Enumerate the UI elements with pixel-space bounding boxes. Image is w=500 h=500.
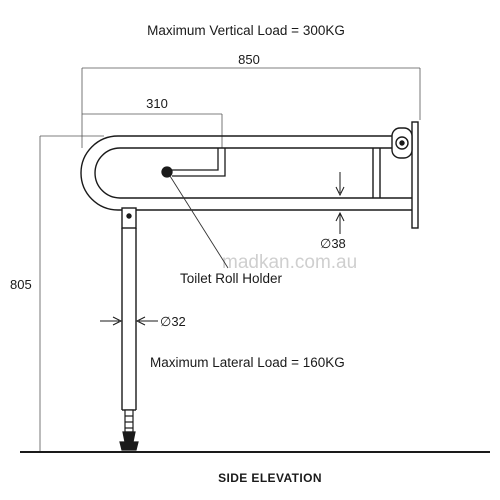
rail-strut xyxy=(372,148,381,198)
toilet-roll-holder xyxy=(161,148,226,178)
height-dimension xyxy=(39,135,104,452)
leg-diameter-label: ∅32 xyxy=(160,314,186,329)
support-leg xyxy=(121,207,137,411)
holder-offset-label: 310 xyxy=(146,96,168,111)
hinge-bracket xyxy=(391,127,413,159)
lateral-load-note: Maximum Lateral Load = 160KG xyxy=(150,355,345,370)
wall-plate xyxy=(411,121,419,229)
watermark-text: madkan.com.au xyxy=(222,252,357,273)
holder-offset-dimension xyxy=(82,113,223,148)
vertical-load-note: Maximum Vertical Load = 300KG xyxy=(147,23,345,38)
grab-rail xyxy=(80,135,412,211)
overall-length-label: 850 xyxy=(238,52,260,67)
rail-diameter-dimension xyxy=(335,172,345,234)
view-title: SIDE ELEVATION xyxy=(218,471,322,485)
leg-diameter-dimension xyxy=(100,316,158,326)
height-label: 805 xyxy=(10,277,32,292)
toilet-roll-holder-label: Toilet Roll Holder xyxy=(180,271,283,286)
overall-length-dimension xyxy=(81,67,421,148)
rail-diameter-label: ∅38 xyxy=(320,236,346,251)
adjustable-foot xyxy=(119,409,139,451)
holder-leader-line xyxy=(169,175,229,269)
